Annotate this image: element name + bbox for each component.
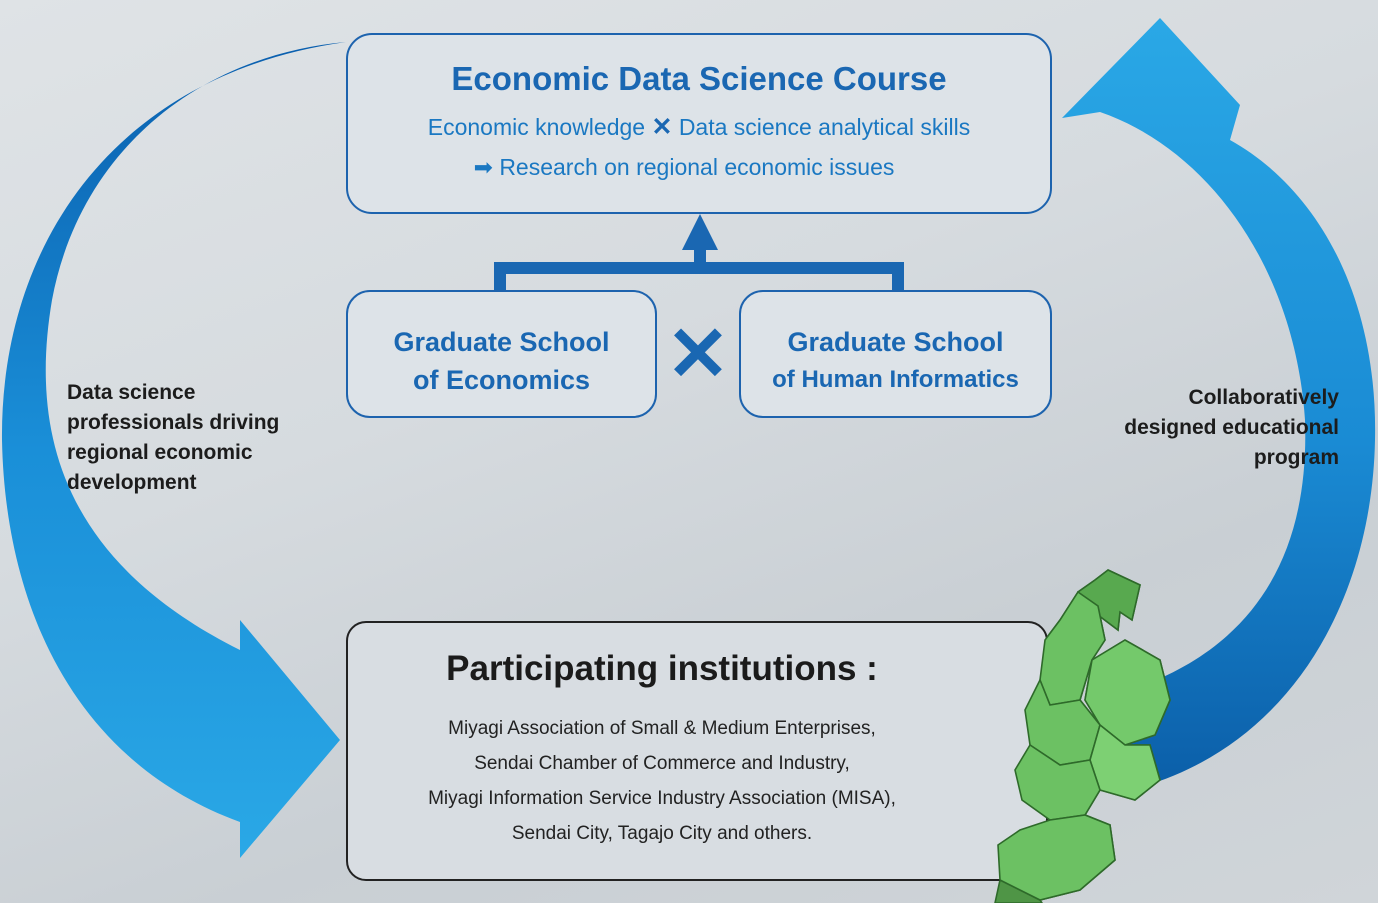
left-label-line: Data science xyxy=(67,381,196,404)
institution-item: Sendai Chamber of Commerce and Industry, xyxy=(474,753,850,774)
course-skills-text: Data science analytical skills xyxy=(678,114,971,140)
right-cycle-arrow xyxy=(1062,18,1376,790)
school-human-informatics-line2: of Human Informatics xyxy=(772,366,1019,393)
institution-item: Miyagi Information Service Industry Asso… xyxy=(428,788,896,809)
left-label-line: development xyxy=(67,471,197,494)
left-label-line: regional economic xyxy=(67,441,253,464)
times-icon: ✕ xyxy=(666,312,730,397)
times-icon: ✕ xyxy=(651,113,673,141)
course-research-text: Research on regional economic issues xyxy=(499,154,895,180)
institution-item: Sendai City, Tagajo City and others. xyxy=(511,823,813,844)
institutions-box: Participating institutions : Miyagi Asso… xyxy=(346,621,1048,881)
up-arrow-icon xyxy=(682,214,718,250)
right-arrow-icon: ➡ xyxy=(473,154,493,180)
map-overlay xyxy=(997,569,1171,901)
school-economics-box: Graduate School of Economics xyxy=(346,290,657,418)
right-label-line: designed educational xyxy=(1124,416,1339,439)
course-subtitle-line: Economic knowledge ✕ Data science analyt… xyxy=(348,112,1050,142)
connector-lines xyxy=(494,214,904,292)
institution-item: Miyagi Association of Small & Medium Ent… xyxy=(448,718,876,739)
right-label-line: program xyxy=(1253,446,1339,469)
right-label-line: Collaboratively xyxy=(1188,386,1339,409)
right-cycle-label: Collaboratively designed educational pro… xyxy=(1050,383,1339,473)
course-research-line: ➡ Research on regional economic issues xyxy=(348,154,1050,181)
school-human-informatics-box: Graduate School of Human Informatics xyxy=(739,290,1052,418)
course-box: Economic Data Science Course Economic kn… xyxy=(346,33,1052,214)
school-economics-line2: of Economics xyxy=(412,365,591,395)
course-title: Economic Data Science Course xyxy=(451,60,947,97)
institutions-list: Miyagi Association of Small & Medium Ent… xyxy=(348,711,1046,851)
left-cycle-label: Data science professionals driving regio… xyxy=(67,378,357,498)
course-knowledge-text: Economic knowledge xyxy=(427,114,646,140)
left-cycle-arrow xyxy=(1,42,346,858)
school-human-informatics-line1: Graduate School xyxy=(787,327,1004,357)
school-economics-line1: Graduate School xyxy=(393,327,610,357)
institutions-title: Participating institutions : xyxy=(446,649,878,688)
left-label-line: professionals driving xyxy=(67,411,280,434)
